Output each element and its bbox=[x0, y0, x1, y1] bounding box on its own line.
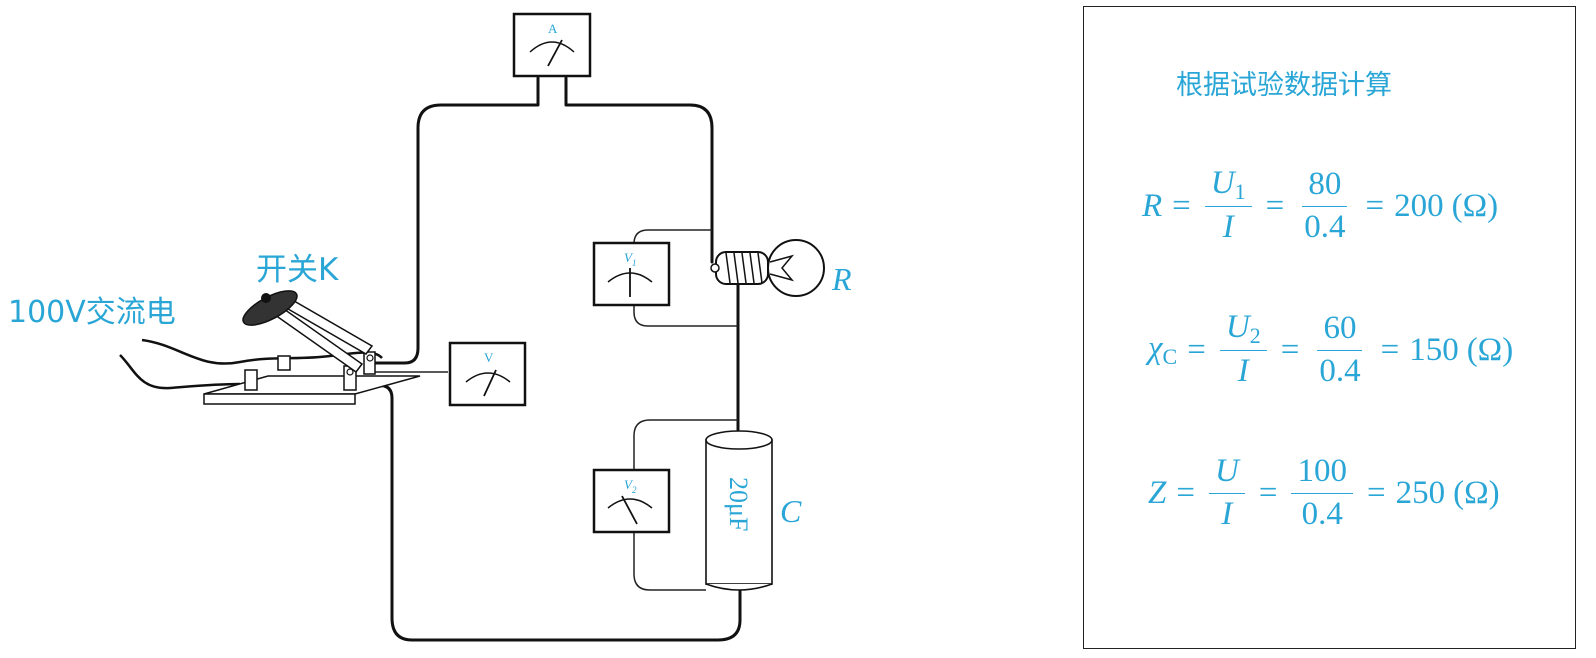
wire-top-loop bbox=[370, 76, 540, 365]
eq3-num: U bbox=[1208, 453, 1245, 494]
eq3-equals-2: = bbox=[1258, 474, 1278, 511]
source-wire-2 bbox=[119, 354, 241, 390]
eq2-lhs: χC bbox=[1148, 330, 1177, 370]
eq3-num-val: 100 bbox=[1291, 453, 1353, 494]
ammeter: A bbox=[512, 12, 592, 78]
switch-post-back bbox=[363, 351, 376, 375]
eq1-numeric-fraction: 80 0.4 bbox=[1298, 166, 1351, 247]
v1-box bbox=[592, 241, 671, 307]
lamp-bulb bbox=[767, 239, 825, 297]
eq2-lhs-sym: χ bbox=[1148, 330, 1163, 367]
voltmeter-scale bbox=[465, 372, 511, 383]
eq1-equals-2: = bbox=[1265, 187, 1285, 224]
switch-post-mid bbox=[277, 355, 291, 371]
v1-label-sub: 1 bbox=[632, 258, 637, 268]
capacitor: 20μF bbox=[705, 430, 773, 591]
eq2-result: 150 bbox=[1409, 331, 1459, 368]
equation-resistance: R = U1 I = 80 0.4 = 200 (Ω) bbox=[1142, 165, 1498, 247]
voltmeter-box bbox=[448, 341, 527, 407]
voltmeter-needle bbox=[483, 369, 497, 397]
eq3-equals-1: = bbox=[1176, 474, 1195, 511]
eq2-den-val: 0.4 bbox=[1319, 352, 1361, 389]
lamp-thread bbox=[725, 252, 763, 284]
v1-label-main: V bbox=[624, 250, 634, 265]
eq1-num-sym: U bbox=[1210, 165, 1235, 201]
ammeter-scale bbox=[529, 41, 575, 53]
switch-base-front bbox=[203, 393, 356, 405]
lamp-terminal bbox=[710, 263, 720, 273]
eq1-symbolic-fraction: U1 I bbox=[1204, 165, 1252, 247]
eq1-num-sub: 1 bbox=[1234, 179, 1246, 204]
equation-impedance: Z = U I = 100 0.4 = 250 (Ω) bbox=[1148, 453, 1500, 534]
switch-screw-right bbox=[346, 368, 354, 376]
capacitor-body bbox=[705, 439, 773, 585]
eq1-den-val: 0.4 bbox=[1304, 208, 1346, 245]
eq2-num-sym: U bbox=[1225, 309, 1250, 345]
switch-screw-back bbox=[366, 354, 374, 362]
switch-label: 开关K bbox=[256, 252, 339, 288]
eq1-unit: (Ω) bbox=[1451, 187, 1499, 224]
eq1-num-val: 80 bbox=[1302, 166, 1348, 207]
capacitor-symbol: C bbox=[780, 493, 802, 529]
capacitor-top bbox=[705, 430, 773, 450]
eq2-num-sub: 2 bbox=[1249, 323, 1261, 348]
switch-base bbox=[203, 375, 421, 395]
eq2-num-val: 60 bbox=[1317, 310, 1363, 351]
voltmeter-v1: V1 bbox=[592, 241, 671, 307]
eq1-equals-1: = bbox=[1172, 187, 1191, 224]
eq3-symbolic-fraction: U I bbox=[1208, 453, 1245, 534]
lamp-filament bbox=[769, 254, 795, 282]
eq2-equals-2: = bbox=[1280, 331, 1300, 368]
eq3-unit: (Ω) bbox=[1453, 474, 1500, 511]
eq1-equals-3: = bbox=[1365, 187, 1385, 224]
wire-bottom-loop bbox=[353, 383, 742, 642]
v2-scale bbox=[607, 498, 653, 509]
wire-top-right bbox=[564, 76, 714, 264]
eq3-result: 250 bbox=[1395, 474, 1446, 511]
v1-label: V1 bbox=[624, 250, 636, 268]
ammeter-box bbox=[512, 12, 592, 78]
lamp bbox=[710, 239, 825, 297]
eq2-equals-3: = bbox=[1380, 331, 1400, 368]
eq2-numeric-fraction: 60 0.4 bbox=[1313, 310, 1366, 391]
v2-box bbox=[592, 468, 671, 534]
voltmeter: V bbox=[448, 341, 527, 407]
eq1-num: U1 bbox=[1204, 165, 1252, 208]
capacitor-bottom bbox=[705, 583, 773, 591]
panel-title: 根据试验数据计算 bbox=[1176, 70, 1392, 101]
eq2-num: U2 bbox=[1219, 309, 1267, 352]
eq2-lhs-sub: C bbox=[1162, 344, 1178, 370]
switch-handle-knob bbox=[261, 293, 271, 303]
eq1-result: 200 bbox=[1394, 187, 1444, 224]
eq2-symbolic-fraction: U2 I bbox=[1219, 309, 1267, 391]
eq2-unit: (Ω) bbox=[1466, 331, 1514, 368]
ammeter-label: A bbox=[548, 21, 558, 36]
voltmeter-v2: V2 bbox=[592, 468, 671, 534]
equation-reactance: χC = U2 I = 60 0.4 = 150 (Ω) bbox=[1148, 309, 1513, 391]
switch-post-left bbox=[244, 369, 258, 391]
eq2-equals-1: = bbox=[1187, 331, 1206, 368]
eq1-lhs: R bbox=[1142, 187, 1163, 224]
eq3-lhs: Z bbox=[1148, 474, 1167, 511]
ammeter-needle bbox=[547, 39, 563, 67]
calculation-panel: 根据试验数据计算 R = U1 I = 80 0.4 = 200 (Ω) χC … bbox=[1083, 6, 1576, 649]
v2-needle bbox=[621, 495, 638, 525]
v2-label-sub: 2 bbox=[632, 485, 637, 495]
eq3-den: I bbox=[1221, 495, 1233, 532]
voltmeter-label: V bbox=[484, 350, 494, 365]
v2-label-main: V bbox=[624, 477, 634, 492]
eq2-den: I bbox=[1237, 353, 1249, 390]
eq3-equals-3: = bbox=[1366, 474, 1386, 511]
eq3-den-val: 0.4 bbox=[1301, 495, 1343, 532]
resistor-symbol: R bbox=[831, 261, 852, 297]
source-wire-1 bbox=[141, 338, 383, 365]
eq1-den: I bbox=[1222, 209, 1234, 246]
v2-label: V2 bbox=[624, 477, 637, 495]
capacitor-value: 20μF bbox=[724, 477, 753, 531]
eq3-numeric-fraction: 100 0.4 bbox=[1291, 453, 1353, 534]
source-label: 100V交流电 bbox=[8, 295, 176, 330]
